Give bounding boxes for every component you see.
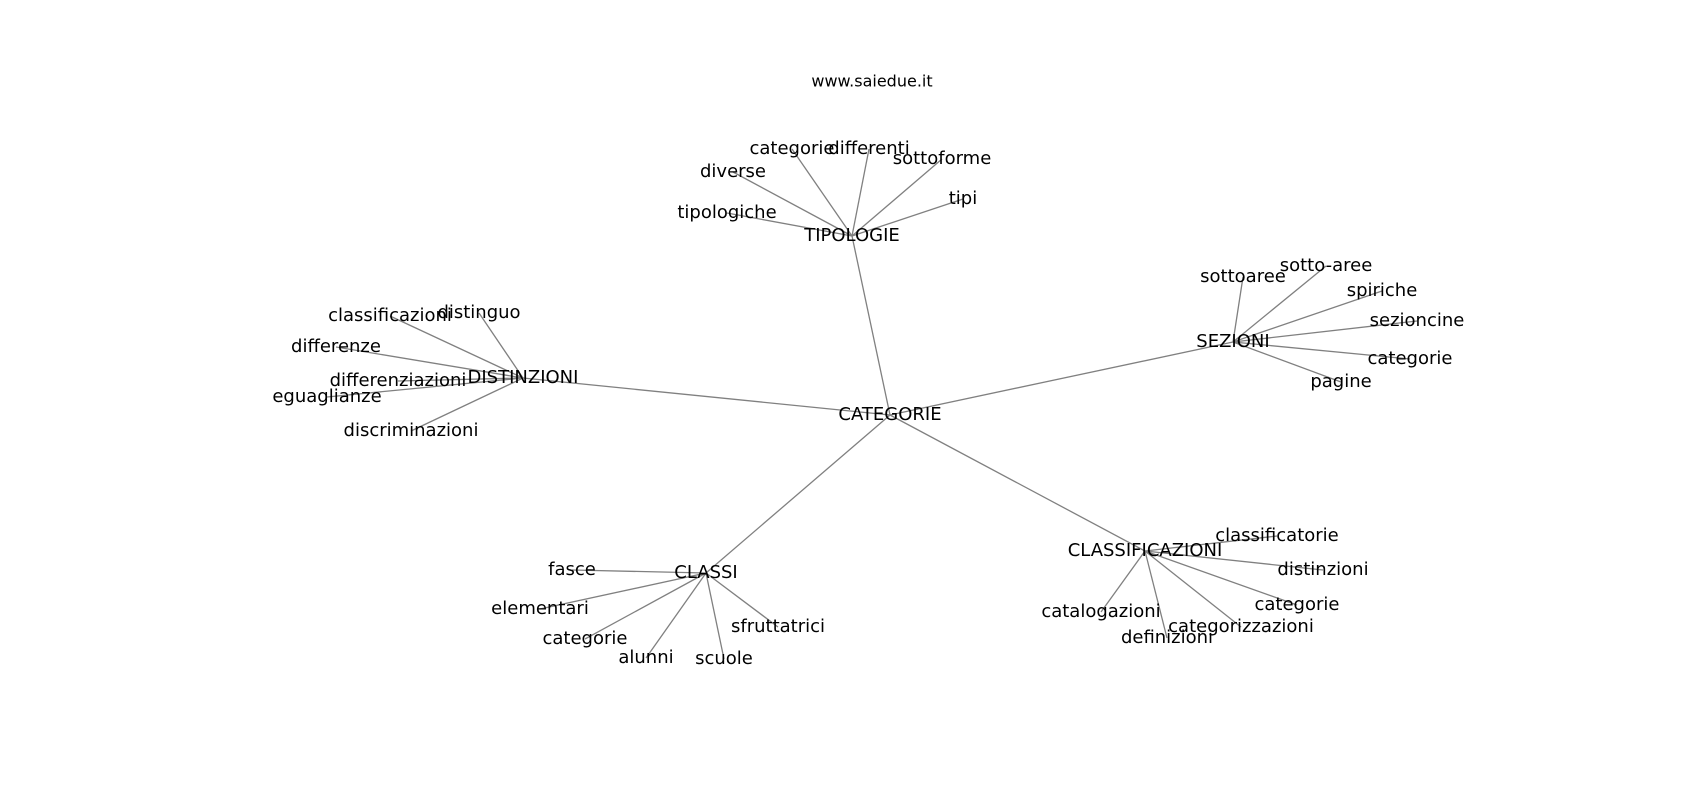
edge-categorie-sezioni xyxy=(889,341,1234,416)
node-classi-scuole: scuole xyxy=(695,648,753,669)
edge-classi-categorie xyxy=(584,572,707,640)
node-tipologie-diverse: diverse xyxy=(700,161,766,182)
edge-sezioni-sotto-aree xyxy=(1232,265,1327,343)
edge-classificazioni-categorizzazioni xyxy=(1144,550,1242,628)
node-sezioni-sottoaree: sottoaree xyxy=(1200,266,1286,287)
node-classificazioni-categorie: categorie xyxy=(1255,594,1340,615)
edge-classi-elementari xyxy=(539,572,707,610)
node-classi-fasce: fasce xyxy=(548,559,596,580)
edge-tipologie-tipi xyxy=(851,198,964,237)
edge-classificazioni-definizioni xyxy=(1144,550,1168,639)
node-sezioni-sotto-aree: sotto-aree xyxy=(1280,255,1373,276)
edge-categorie-classificazioni xyxy=(889,414,1146,552)
graph-labels: CATEGORIETIPOLOGIEcategoriedifferentidiv… xyxy=(272,138,1464,669)
edge-tipologie-differenti xyxy=(851,148,870,237)
edge-sezioni-categorie xyxy=(1232,341,1411,360)
node-sezioni-sezioncine: sezioncine xyxy=(1370,310,1465,331)
node-tipologie: TIPOLOGIE xyxy=(803,225,900,246)
edge-tipologie-sottoforme xyxy=(851,158,943,237)
node-tipologie-categorie: categorie xyxy=(750,138,835,159)
node-tipologie-tipologiche: tipologiche xyxy=(677,202,776,223)
node-classificazioni-classificatorie: classificatorie xyxy=(1215,525,1339,546)
edge-categorie-distinzioni xyxy=(522,377,891,416)
node-sezioni-categorie: categorie xyxy=(1368,348,1453,369)
edge-tipologie-diverse xyxy=(732,171,853,237)
node-sezioni-pagine: pagine xyxy=(1310,371,1371,392)
edge-sezioni-pagine xyxy=(1232,341,1342,383)
node-tipologie-sottoforme: sottoforme xyxy=(893,148,992,169)
edge-classificazioni-distinzioni xyxy=(1144,550,1324,571)
edge-classi-sfruttatrici xyxy=(705,572,779,628)
node-classi-sfruttatrici: sfruttatrici xyxy=(731,616,825,637)
node-distinzioni-differenziazioni: differenziazioni xyxy=(330,370,467,391)
node-classificazioni-categorizzazioni: categorizzazioni xyxy=(1168,616,1314,637)
edge-tipologie-categorie xyxy=(791,148,853,237)
edge-classificazioni-classificatorie xyxy=(1144,535,1278,552)
node-distinzioni-differenze: differenze xyxy=(291,336,381,357)
edge-classi-fasce xyxy=(571,569,707,574)
site-title: www.saiedue.it xyxy=(811,72,932,91)
edge-distinzioni-distinguo xyxy=(478,312,524,379)
edge-distinzioni-discriminazioni xyxy=(410,377,524,432)
node-tipologie-differenti: differenti xyxy=(828,138,909,159)
node-distinzioni-eguaglianze: eguaglianze xyxy=(272,386,381,407)
node-distinzioni: DISTINZIONI xyxy=(468,367,579,388)
node-classificazioni: CLASSIFICAZIONI xyxy=(1068,540,1223,561)
edge-classi-alunni xyxy=(645,572,707,659)
edge-classificazioni-catalogazioni xyxy=(1100,550,1146,613)
edge-distinzioni-differenze xyxy=(335,346,524,379)
node-distinzioni-distinguo: distinguo xyxy=(437,302,520,323)
edge-classi-scuole xyxy=(705,572,725,660)
node-classi-elementari: elementari xyxy=(491,598,589,619)
edge-distinzioni-classificazioni xyxy=(389,315,524,379)
edge-categorie-classi xyxy=(705,414,891,574)
node-classificazioni-definizioni: definizioni xyxy=(1121,627,1213,648)
graph-edges xyxy=(326,148,1418,660)
edge-distinzioni-differenziazioni xyxy=(397,377,524,382)
edge-sezioni-spiriche xyxy=(1232,290,1383,343)
node-classificazioni-catalogazioni: catalogazioni xyxy=(1041,601,1160,622)
node-distinzioni-discriminazioni: discriminazioni xyxy=(344,420,479,441)
edge-classificazioni-categorie xyxy=(1144,550,1298,606)
node-sezioni: SEZIONI xyxy=(1196,331,1269,352)
node-distinzioni-classificazioni: classificazioni xyxy=(328,305,452,326)
edge-tipologie-tipologiche xyxy=(726,212,853,237)
node-classi-categorie: categorie xyxy=(543,628,628,649)
node-classi: CLASSI xyxy=(674,562,737,583)
edge-categorie-tipologie xyxy=(851,235,891,416)
edge-distinzioni-eguaglianze xyxy=(326,377,524,398)
edge-sezioni-sezioncine xyxy=(1232,320,1418,343)
node-categorie: CATEGORIE xyxy=(838,404,941,425)
edge-sezioni-sottoaree xyxy=(1232,276,1244,343)
node-sezioni-spiriche: spiriche xyxy=(1347,280,1418,301)
node-tipologie-tipi: tipi xyxy=(949,188,978,209)
node-classificazioni-distinzioni: distinzioni xyxy=(1277,559,1368,580)
node-classi-alunni: alunni xyxy=(618,647,673,668)
